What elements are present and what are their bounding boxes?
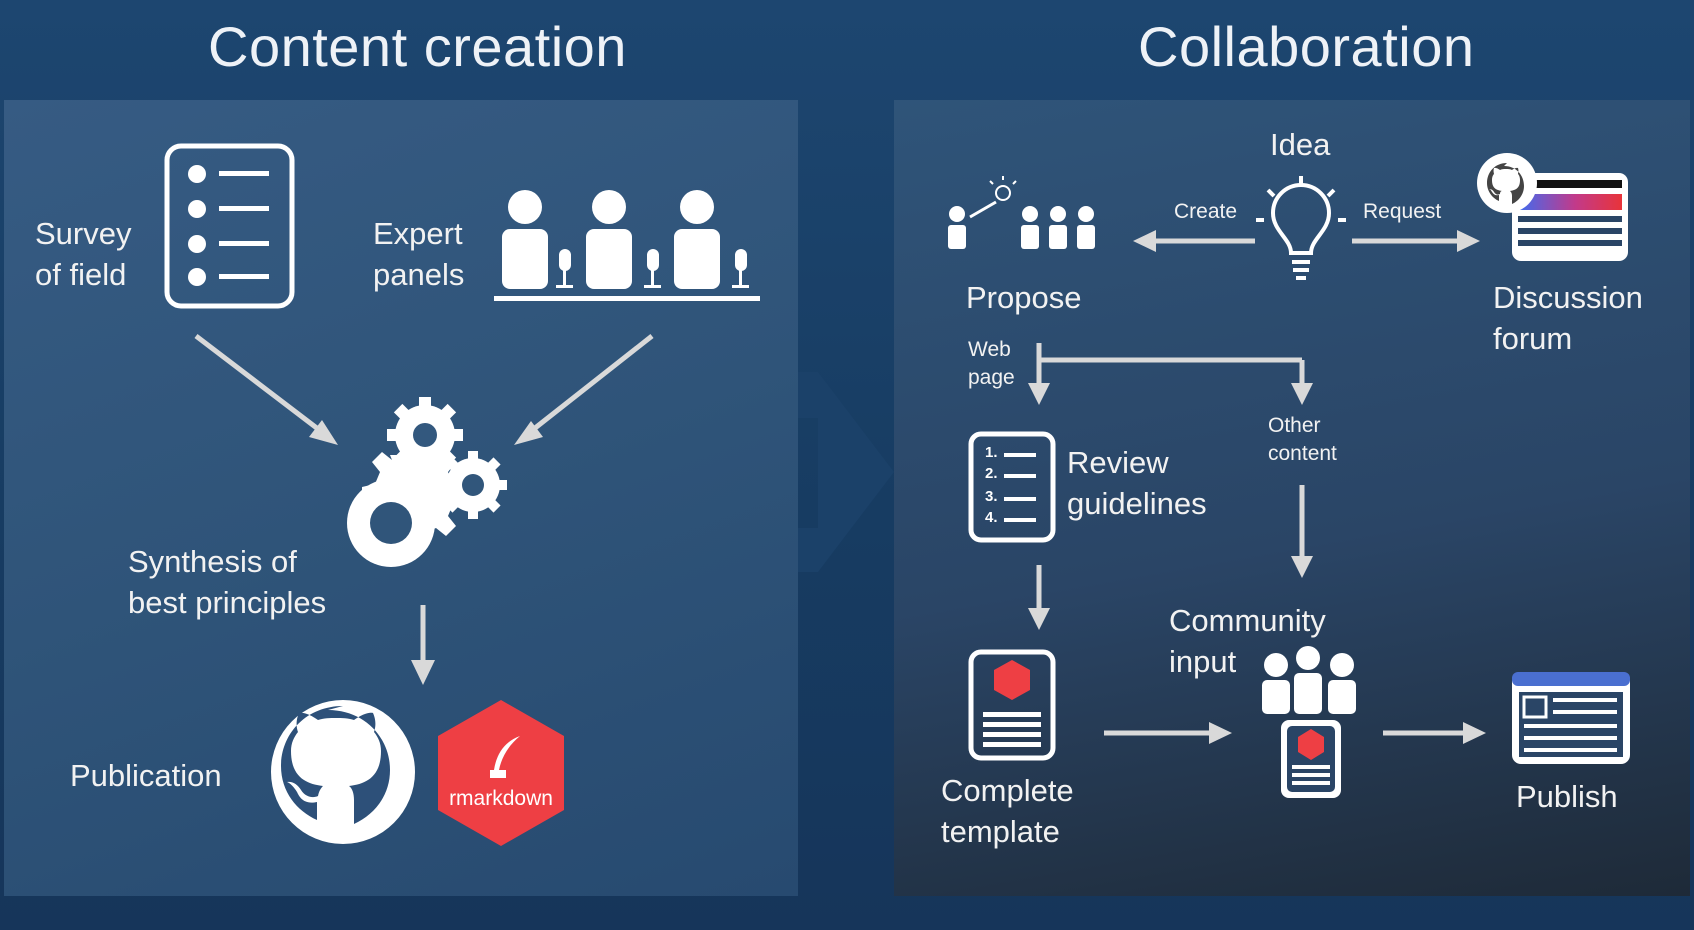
publish-browser-icon (1512, 672, 1630, 764)
title-collaboration: Collaboration (1138, 15, 1475, 78)
other-content-label: Other content (1268, 414, 1337, 465)
flow-arrows-right (1028, 230, 1486, 744)
review-guidelines-label: Review guidelines (1067, 445, 1207, 521)
rmarkdown-logo-icon (438, 700, 564, 846)
propose-label: Propose (966, 280, 1082, 315)
template-document-icon (968, 649, 1056, 761)
rmarkdown-logo-text: rmarkdown (449, 787, 553, 810)
expert-panel-icon (494, 190, 760, 301)
discussion-forum-label: Discussion forum (1493, 280, 1643, 356)
title-content-creation: Content creation (208, 15, 627, 78)
complete-template-label: Complete template (941, 773, 1074, 849)
community-input-label: Community input (1169, 603, 1326, 679)
people-group-icon (948, 200, 1095, 249)
web-page-label: Web page (968, 338, 1015, 389)
small-bulb-icon (989, 176, 1017, 201)
create-label: Create (1174, 200, 1238, 223)
community-input-icon (1262, 646, 1356, 798)
request-label: Request (1363, 200, 1442, 223)
guideline-number-4: 4. (985, 509, 998, 526)
checklist-icon (164, 143, 295, 309)
survey-of-field-label: Survey of field (35, 216, 132, 292)
lightbulb-icon (1256, 176, 1346, 280)
synthesis-label: Synthesis of best principles (128, 544, 327, 620)
github-logo-icon (271, 700, 415, 844)
publication-label: Publication (70, 758, 222, 793)
publish-label: Publish (1516, 779, 1618, 814)
guideline-number-3: 3. (985, 488, 998, 505)
expert-panels-label: Expert panels (373, 216, 465, 292)
discussion-forum-icon (1477, 153, 1628, 261)
guideline-number-2: 2. (985, 465, 998, 482)
guideline-number-1: 1. (985, 444, 998, 461)
idea-label: Idea (1270, 127, 1331, 162)
gears-icon (347, 397, 507, 567)
flow-arrows-left (194, 334, 654, 685)
review-guidelines-icon (968, 431, 1056, 543)
